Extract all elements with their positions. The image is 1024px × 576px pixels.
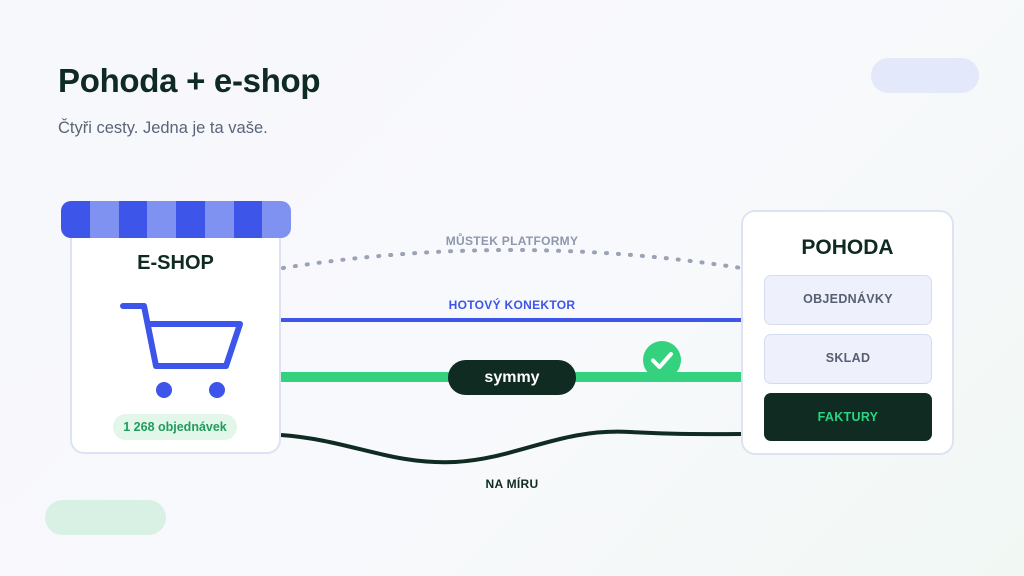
route-label-platform-bridge: MŮSTEK PLATFORMY xyxy=(445,234,579,248)
orders-count-badge: 1 268 objednávek xyxy=(113,414,237,440)
decorative-pill-top xyxy=(871,58,979,93)
check-circle-icon xyxy=(643,341,681,379)
pohoda-label: POHODA xyxy=(801,236,894,259)
route-label-ready-connector: HOTOVÝ KONEKTOR xyxy=(448,298,576,312)
symmy-pill: symmy xyxy=(448,360,576,395)
route-line-platform-bridge xyxy=(281,248,743,270)
module-invoices: FAKTURY xyxy=(764,393,932,441)
module-orders: OBJEDNÁVKY xyxy=(764,275,932,325)
shopping-cart-icon xyxy=(120,303,243,398)
decorative-pill-bottom xyxy=(45,500,166,535)
route-line-custom xyxy=(280,429,742,465)
shop-awning xyxy=(61,201,291,238)
module-stock: SKLAD xyxy=(764,334,932,384)
page-title: Pohoda + e-shop xyxy=(58,62,321,99)
route-label-custom: NA MÍRU xyxy=(485,477,539,491)
page-subtitle: Čtyři cesty. Jedna je ta vaše. xyxy=(58,119,268,137)
eshop-label: E-SHOP xyxy=(137,252,214,274)
